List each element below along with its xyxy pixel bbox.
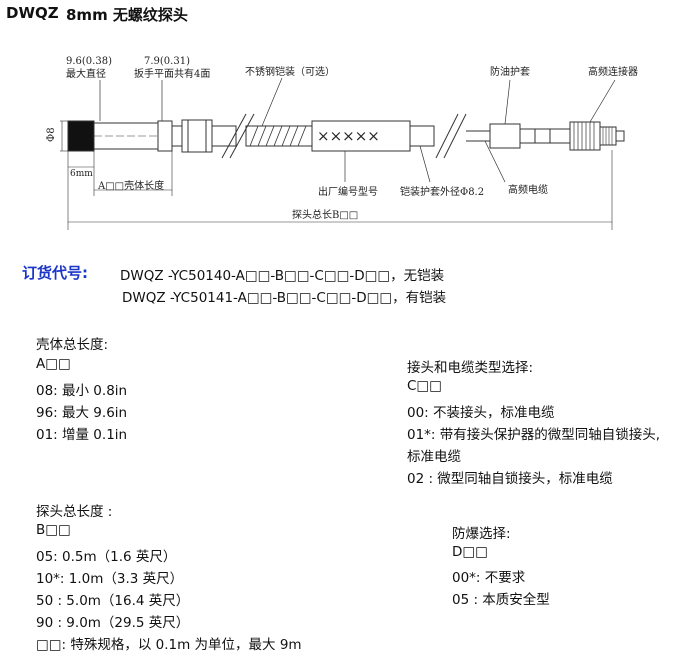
explosion-option: 05 : 本质安全型 (452, 592, 550, 608)
shell-option: 96: 最大 9.6in (36, 405, 128, 421)
phi8-label: Φ8 (46, 127, 57, 142)
oil-sleeve-label: 防油护套 (490, 65, 530, 78)
body-coupling (181, 119, 213, 153)
connector-option: 00: 不装接头，标准电缆 (407, 405, 555, 421)
probe-length-code: B□□ (36, 522, 71, 538)
hf-cable-label: 高频电缆 (508, 183, 548, 196)
serial-model-label: 出厂编号型号 (318, 185, 378, 198)
model-title: DWQZ (6, 4, 59, 22)
probe-name-title: 8mm 无螺纹探头 (66, 6, 188, 24)
hf-connector-label: 高频连接器 (588, 65, 638, 78)
probe-length-option: 10*: 1.0m（3.3 英尺） (36, 571, 184, 587)
connector-title: 接头和电缆类型选择: (407, 360, 534, 376)
order-code-unarmored: DWQZ -YC50140-A□□-B□□-C□□-D□□，无铠装 (120, 268, 445, 284)
probe-drawing: 9.6(0.38) 最大直径 7.9(0.31) 扳手平面共有4面 不锈钢铠装（… (46, 56, 638, 230)
explosion-title: 防爆选择: (452, 526, 511, 542)
cable-segment (519, 128, 571, 144)
connector-code: C□□ (407, 378, 442, 394)
shell-option: 01: 增量 0.1in (36, 427, 128, 443)
armor-od-label: 铠装护套外径Φ8.2 (400, 185, 484, 198)
hex-flat (157, 120, 173, 152)
wrench-flat-label: 扳手平面共有4面 (134, 67, 210, 80)
armor-segment-left (211, 125, 237, 147)
explosion-code: D□□ (452, 544, 488, 560)
connector-option: 01*: 带有接头保护器的微型同轴自锁接头, (407, 427, 661, 443)
hex-neck (171, 125, 183, 147)
shell-length-code: A□□ (36, 356, 71, 372)
shell-length-title: 壳体总长度: (36, 337, 109, 353)
serial-x-marks: ××××× (317, 127, 380, 145)
probe-length-title: 探头总长度 : (36, 504, 113, 520)
armor-label: 不锈钢铠装（可选） (245, 65, 335, 78)
connector-option-cont: 标准电缆 (407, 449, 461, 465)
order-code-label: 订货代号: (22, 264, 88, 282)
shell-length-label: A□□壳体长度 (97, 179, 164, 192)
six-mm-label: 6mm (70, 169, 93, 179)
shell-option: 08: 最小 0.8in (36, 383, 128, 399)
probe-body (93, 122, 159, 150)
armor-segment-right (409, 125, 435, 147)
order-code-armored: DWQZ -YC50141-A□□-B□□-C□□-D□□，有铠装 (122, 290, 447, 306)
max-diameter-label: 最大直径 (66, 67, 106, 80)
probe-length-option: 90 : 9.0m（29.5 英尺） (36, 615, 190, 631)
wrench-flat-value: 7.9(0.31) (144, 56, 190, 67)
connector-pin (615, 130, 625, 142)
hf-connector (569, 121, 601, 151)
probe-length-option: 05: 0.5m（1.6 英尺） (36, 549, 177, 565)
probe-tip (67, 120, 95, 152)
probe-length-option: 50 : 5.0m（16.4 英尺） (36, 593, 190, 609)
connector-nose (599, 126, 617, 146)
probe-length-option: □□: 特殊规格，以 0.1m 为单位，最大 9m (36, 637, 302, 653)
connector-option: 02 : 微型同轴自锁接头，标准电缆 (407, 471, 613, 487)
total-length-label: 探头总长B□□ (292, 208, 358, 221)
oil-sleeve (489, 123, 521, 149)
max-diameter-value: 9.6(0.38) (66, 56, 112, 67)
explosion-option: 00*: 不要求 (452, 570, 526, 586)
